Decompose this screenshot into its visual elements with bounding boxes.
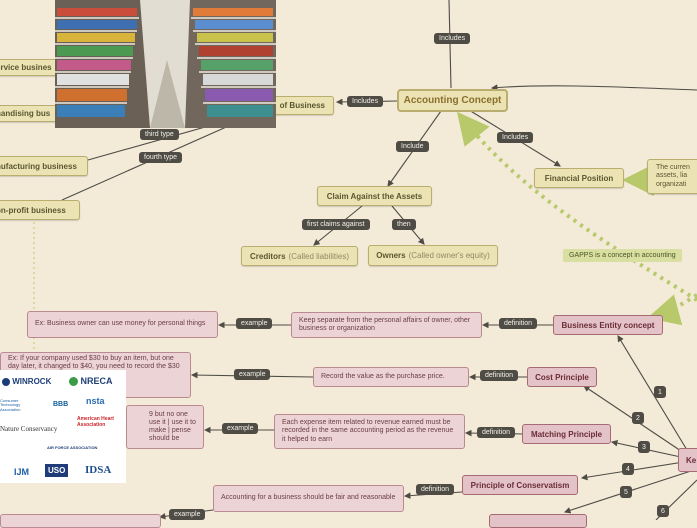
link-label-definition-1: definition	[499, 318, 538, 329]
nreca-logo: NRECA	[69, 376, 113, 387]
financial-position-note[interactable]: The curren assets, lia organizati	[647, 159, 697, 194]
owners-sub-label: (Called owner's equity)	[408, 251, 490, 260]
order-badge-1: 1	[654, 386, 666, 398]
key-concepts-node[interactable]: Ke	[678, 448, 697, 472]
creditors-sub-label: (Called liabilities)	[288, 251, 350, 261]
order-badge-5: 5	[620, 486, 632, 498]
cost-principle-definition[interactable]: Record the value as the purchase price.	[313, 367, 469, 387]
link-label-fourth-type: fourth type	[139, 152, 183, 163]
link-label-then: then	[392, 219, 416, 230]
order-badge-3: 3	[638, 441, 650, 453]
link-label-definition-2: definition	[480, 370, 519, 381]
matching-principle-node[interactable]: Matching Principle	[522, 424, 611, 444]
business-entity-concept-node[interactable]: Business Entity concept	[553, 315, 663, 335]
link-label-example-1: example	[236, 318, 273, 329]
non-profit-business-node[interactable]: on-profit business	[0, 200, 80, 220]
order-badge-4: 4	[622, 463, 634, 475]
creditors-label: Creditors	[249, 251, 286, 261]
owners-node[interactable]: Owners(Called owner's equity)	[368, 245, 498, 266]
cost-principle-node[interactable]: Cost Principle	[527, 367, 597, 387]
nsta-logo: nsta	[86, 396, 105, 406]
link-label-example-4: example	[169, 509, 206, 520]
link-label-example-3: example	[222, 423, 259, 434]
conservatism-example[interactable]	[0, 514, 161, 528]
link-label-includes-right: Includes	[497, 132, 534, 143]
business-entity-example[interactable]: Ex: Business owner can use money for per…	[27, 311, 218, 338]
business-entity-definition[interactable]: Keep separate from the personal affairs …	[291, 312, 482, 338]
bbb-logo: BBB	[53, 401, 69, 408]
financial-position-note-line-3: organizati	[656, 180, 687, 188]
order-badge-6: 6	[657, 505, 669, 517]
accounting-concept-node[interactable]: Accounting Concept	[397, 89, 508, 112]
principle-of-conservatism-node[interactable]: Principle of Conservatism	[462, 475, 578, 495]
link-label-definition-3: definition	[477, 427, 516, 438]
link-label-example-2: example	[234, 369, 271, 380]
sponsor-logos-image[interactable]: WINROCK NRECA Consumer Technology Associ…	[0, 370, 126, 483]
link-label-includes-top: Includes	[434, 33, 471, 44]
manufacturing-business-node[interactable]: nufacturing business	[0, 156, 88, 176]
order-badge-2: 2	[632, 412, 644, 424]
merchandising-business-node[interactable]: handising bus	[0, 105, 58, 122]
supermarket-aisle-image[interactable]	[55, 0, 276, 128]
claim-against-assets-node[interactable]: Claim Against the Assets	[317, 186, 432, 206]
service-business-node[interactable]: ervice busines	[0, 59, 58, 76]
nature-conservancy-logo: Nature Conservancy	[0, 425, 58, 433]
air-force-association-logo: AIR FORCE ASSOCIATION	[47, 445, 98, 450]
american-heart-logo: American Heart Association	[77, 416, 114, 428]
consumer-technology-logo: Consumer Technology Association	[0, 398, 21, 412]
link-label-include: Include	[396, 141, 429, 152]
ijm-logo: IJM	[14, 467, 30, 477]
winrock-logo: WINROCK	[2, 377, 51, 386]
link-label-first-claims: first claims against	[302, 219, 370, 230]
owners-label: Owners	[376, 251, 406, 260]
link-label-includes-left: Includes	[347, 96, 384, 107]
link-label-definition-4: definition	[416, 484, 455, 495]
matching-principle-example[interactable]: 9 but no one use it | use it to make | p…	[126, 405, 204, 449]
uso-logo: USO	[45, 464, 69, 477]
conservatism-definition[interactable]: Accounting for a business should be fair…	[213, 485, 404, 512]
gaaps-relationship-label[interactable]: GAPPS is a concept in accounting	[563, 249, 682, 262]
sixth-concept-node[interactable]	[489, 514, 587, 528]
financial-position-node[interactable]: Financial Position	[534, 168, 624, 188]
idsa-logo: IDSA	[85, 464, 112, 476]
financial-position-note-line-1: The curren	[656, 163, 690, 171]
matching-principle-definition[interactable]: Each expense item related to revenue ear…	[274, 414, 465, 449]
creditors-node[interactable]: Creditors(Called liabilities)	[241, 246, 358, 266]
link-label-third-type: third type	[140, 129, 179, 140]
financial-position-note-line-2: assets, lia	[656, 172, 688, 180]
